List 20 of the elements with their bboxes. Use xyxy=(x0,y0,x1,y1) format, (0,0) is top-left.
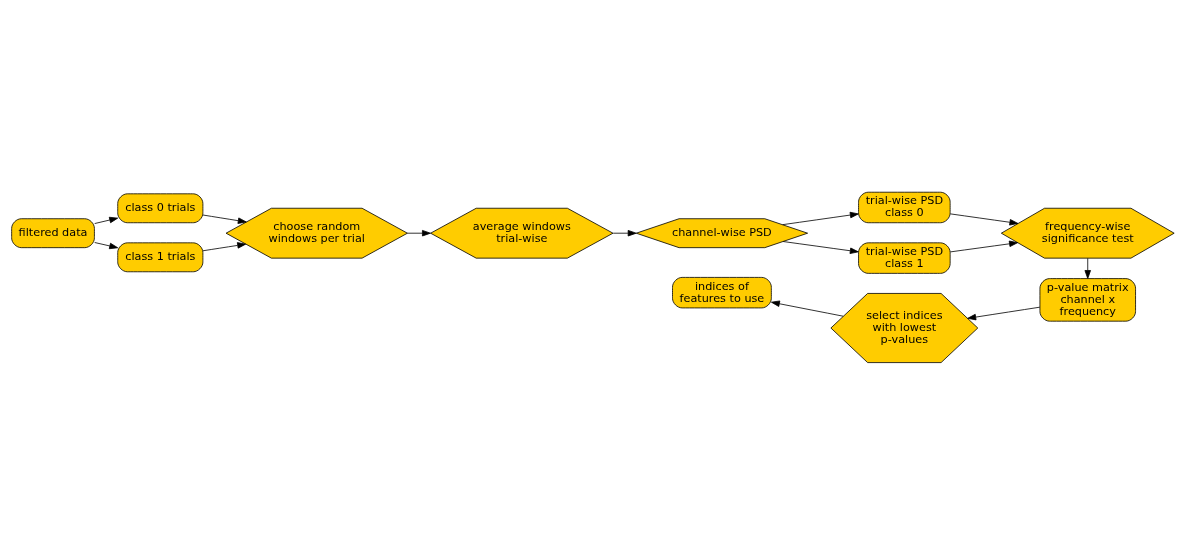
node-box: trial-wise PSD class 1 xyxy=(858,241,951,274)
arrow xyxy=(202,241,247,251)
arrow xyxy=(202,214,247,224)
arrow xyxy=(782,240,859,254)
node-box: indices of features to use xyxy=(672,276,772,308)
arrow xyxy=(949,212,1019,225)
arrow xyxy=(612,229,637,236)
node-box: filtered data xyxy=(11,217,95,248)
node-box: p-value matrix channel x frequency xyxy=(1039,277,1136,322)
arrow xyxy=(1084,257,1091,279)
arrow xyxy=(771,300,844,317)
node-box: class 1 trials xyxy=(117,241,204,272)
arrow xyxy=(94,216,119,224)
arrow xyxy=(94,241,119,249)
arrow xyxy=(967,306,1041,320)
node-box: class 0 trials xyxy=(117,192,204,223)
arrow xyxy=(949,240,1018,252)
node-box: trial-wise PSD class 0 xyxy=(858,191,951,223)
arrow xyxy=(406,229,431,236)
arrow xyxy=(782,211,859,225)
